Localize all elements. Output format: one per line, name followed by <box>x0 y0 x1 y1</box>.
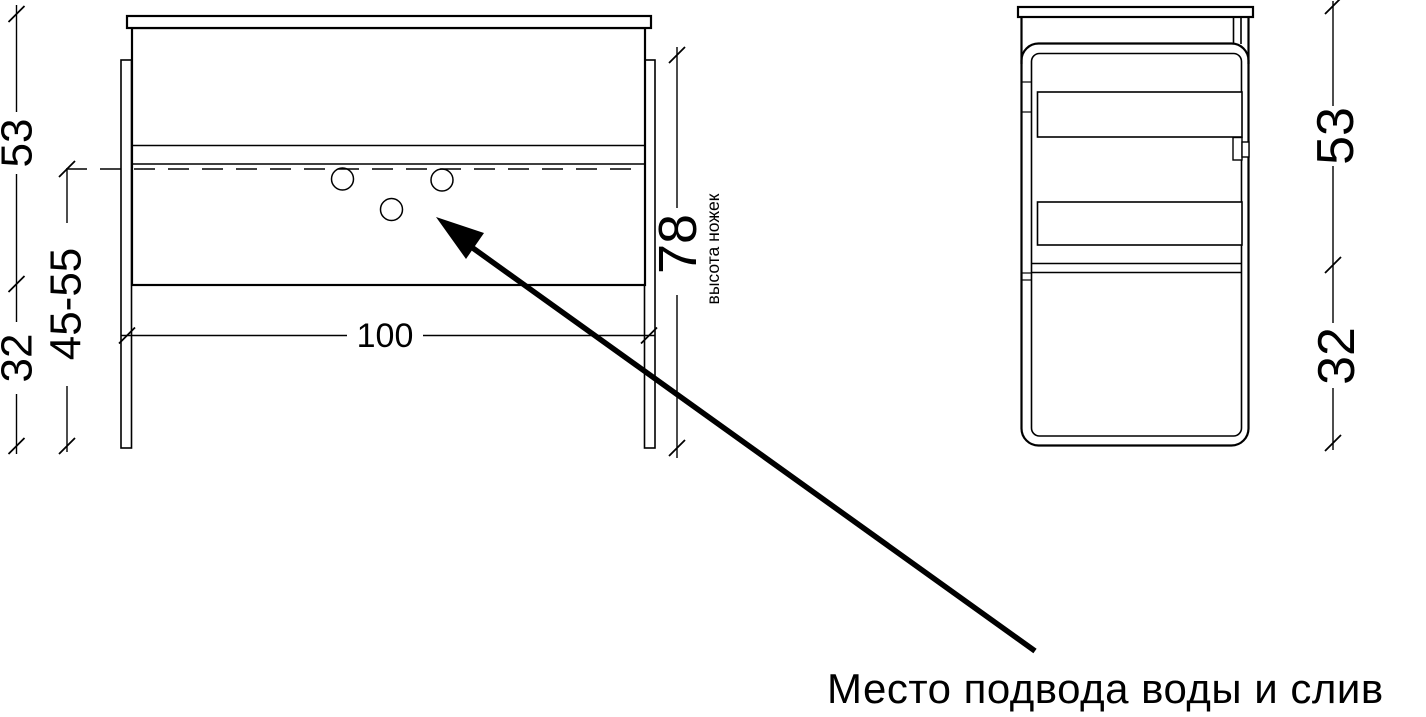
callout-arrowhead-icon <box>436 217 484 259</box>
side-drawer-bottom <box>1036 201 1243 246</box>
side-drawer-top <box>1036 91 1243 138</box>
callout-label: Место подвода воды и слив <box>827 665 1384 712</box>
callout: Место подвода воды и слив <box>436 217 1384 712</box>
dim-tick <box>118 326 136 345</box>
water-hole-left <box>330 167 355 191</box>
dim-tick <box>7 437 26 455</box>
front-left-leg <box>120 59 133 449</box>
dim-tick <box>668 46 686 64</box>
water-hole-right <box>430 168 454 192</box>
drawer-handle-profile <box>1241 141 1250 158</box>
dim-tick <box>668 439 686 457</box>
front-dim-leg-height: 78 <box>648 214 708 274</box>
dim-tick <box>7 275 26 293</box>
side-dim-leg-clearance: 32 <box>1308 327 1366 385</box>
side-countertop <box>1016 5 1255 19</box>
leg-height-note: высота ножек <box>703 193 723 304</box>
side-tube-frame-outer <box>1020 42 1250 447</box>
side-dimensions: 53 32 <box>1307 0 1366 452</box>
front-dim-leg-clearance: 32 <box>0 334 42 383</box>
front-dim-height-range: 45-55 <box>42 248 91 361</box>
dim-tick <box>1324 434 1342 452</box>
dim-tick <box>58 160 76 178</box>
front-cabinet-body <box>130 26 647 287</box>
side-view <box>1016 5 1255 447</box>
dim-tick <box>1324 0 1341 15</box>
side-dim-cabinet-height: 53 <box>1307 107 1365 165</box>
dim-tick <box>58 437 76 455</box>
drawer-handle-profile <box>1232 136 1243 161</box>
drain-hole-center <box>379 197 404 222</box>
front-dim-width: 100 <box>357 317 414 355</box>
dim-tick <box>1324 256 1342 274</box>
front-dim-cabinet-height: 53 <box>0 119 42 168</box>
front-view <box>66 14 656 449</box>
front-countertop <box>125 14 653 30</box>
dim-tick <box>640 326 658 345</box>
front-dimensions: 53 32 45-55 78 высота ножек 100 <box>0 5 723 458</box>
callout-arrow-line <box>468 243 1037 654</box>
dim-tick <box>7 5 26 23</box>
